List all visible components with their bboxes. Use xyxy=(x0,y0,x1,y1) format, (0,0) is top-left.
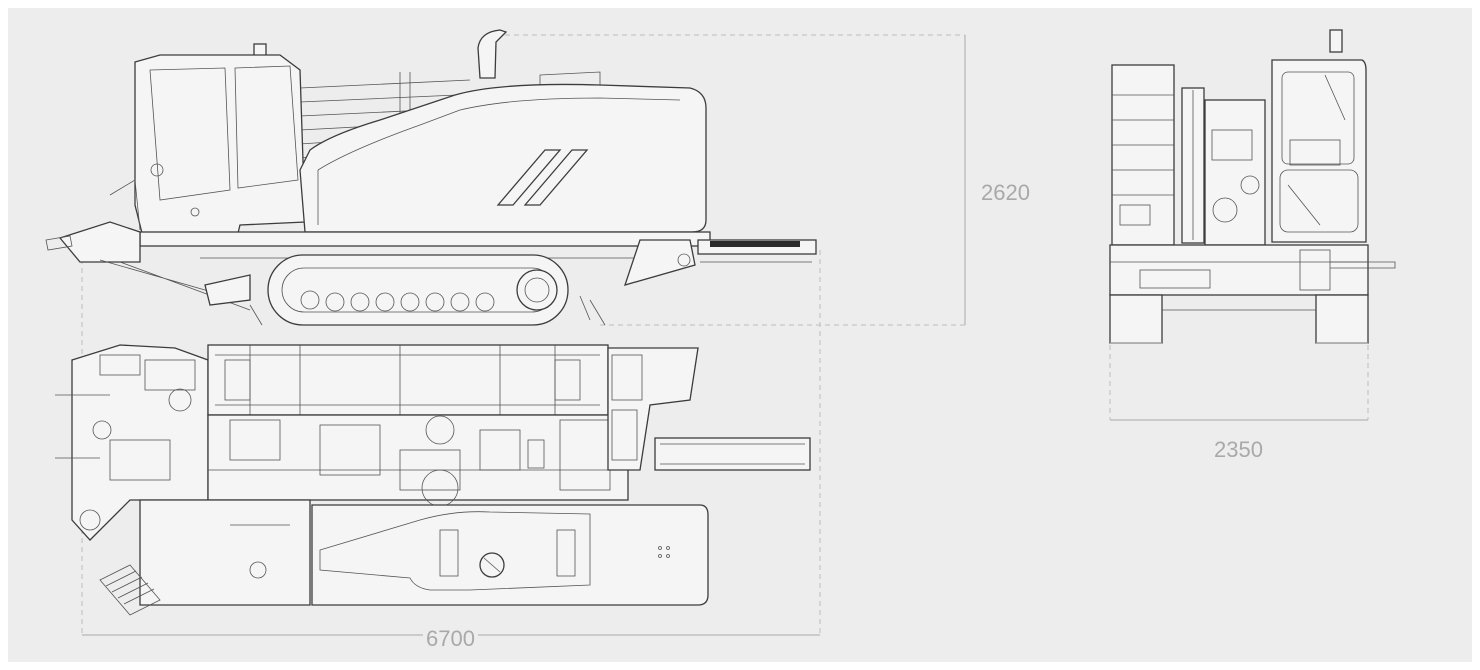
rear-view xyxy=(1109,29,1396,344)
length-dimension-label: 6700 xyxy=(423,628,478,650)
width-dimension-label: 2350 xyxy=(1211,439,1266,461)
top-view xyxy=(55,344,811,616)
side-view xyxy=(45,29,817,326)
height-dimension-label: 2620 xyxy=(978,182,1033,204)
drawing-frame: 2620 2350 6700 xyxy=(8,8,1472,662)
machine-drawing xyxy=(45,29,1396,636)
